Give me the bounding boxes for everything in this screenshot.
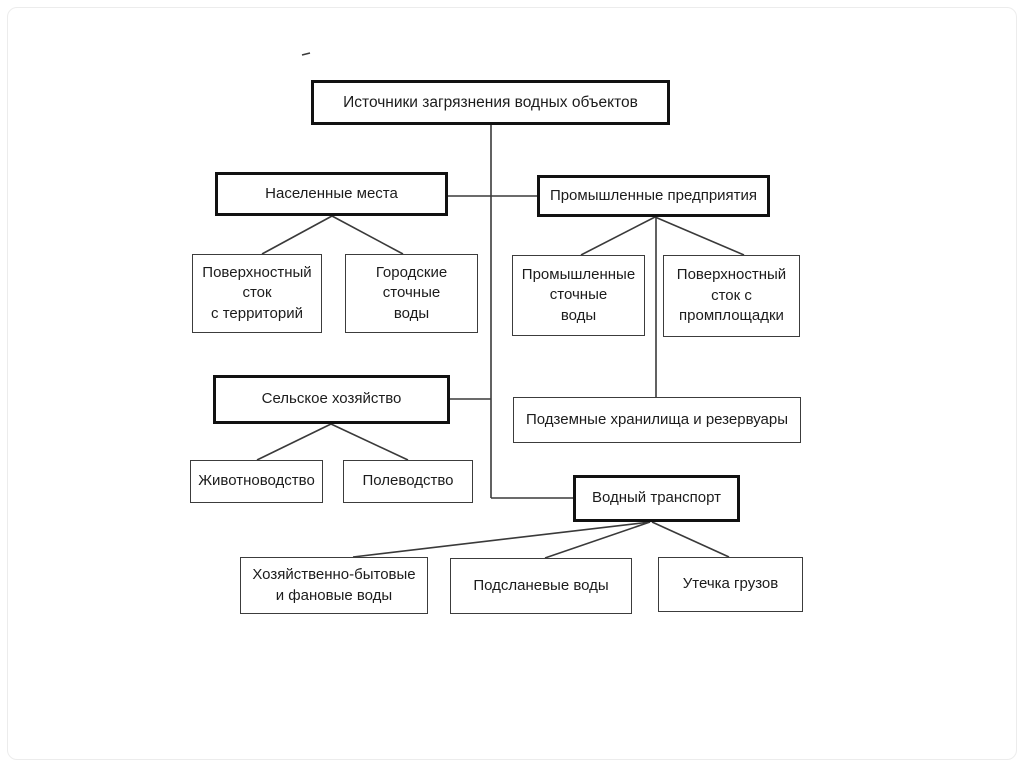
node-livestock-label: Животноводство <box>198 472 315 490</box>
node-underground-storage-label: Подземные хранилища и резервуары <box>525 410 789 428</box>
node-root-label: Источники загрязнения водных объектов <box>343 93 638 111</box>
node-industrial-wastewater-label: Промышленные сточные воды <box>521 265 636 324</box>
node-household-fecal: Хозяйственно-бытовые и фановые воды <box>240 557 428 614</box>
node-underground-storage: Подземные хранилища и резервуары <box>513 397 801 443</box>
node-populated-places: Населенные места <box>215 172 448 216</box>
node-surface-runoff-territories-label: Поверхностный сток с территорий <box>202 263 312 322</box>
node-field-farming: Полеводство <box>343 460 473 503</box>
node-root: Источники загрязнения водных объектов <box>311 80 670 125</box>
node-cargo-leak: Утечка грузов <box>658 557 803 612</box>
node-industrial-wastewater: Промышленные сточные воды <box>512 255 645 336</box>
node-surface-runoff-site: Поверхностный сток с промплощадки <box>663 255 800 337</box>
node-industrial-enterprises: Промышленные предприятия <box>537 175 770 217</box>
connector-line <box>256 423 332 461</box>
node-bilge-water: Подсланевые воды <box>450 558 632 614</box>
node-water-transport-label: Водный транспорт <box>591 489 722 507</box>
node-agriculture: Сельское хозяйство <box>213 375 450 424</box>
node-bilge-water-label: Подсланевые воды <box>473 576 609 594</box>
node-surface-runoff-site-label: Поверхностный сток с промплощадки <box>676 266 787 325</box>
node-field-farming-label: Полеводство <box>362 472 454 490</box>
connector-line <box>580 216 656 256</box>
node-livestock: Животноводство <box>190 460 323 503</box>
connector-line <box>331 215 404 255</box>
connector-line <box>651 521 730 558</box>
node-water-transport: Водный транспорт <box>573 475 740 522</box>
node-populated-places-label: Населенные места <box>265 184 398 202</box>
connector-line <box>330 423 409 461</box>
connector-line <box>261 215 333 255</box>
connector-line <box>544 521 651 559</box>
stray-mark <box>301 52 311 56</box>
node-household-fecal-label: Хозяйственно-бытовые и фановые воды <box>252 566 416 604</box>
node-urban-wastewater-label: Городские сточные воды <box>375 263 448 322</box>
node-agriculture-label: Сельское хозяйство <box>261 390 402 408</box>
node-cargo-leak-label: Утечка грузов <box>682 575 779 593</box>
node-industrial-enterprises-label: Промышленные предприятия <box>549 186 758 204</box>
node-surface-runoff-territories: Поверхностный сток с территорий <box>192 254 322 333</box>
node-urban-wastewater: Городские сточные воды <box>345 254 478 333</box>
connector-line <box>352 521 651 558</box>
connector-line <box>654 216 745 256</box>
